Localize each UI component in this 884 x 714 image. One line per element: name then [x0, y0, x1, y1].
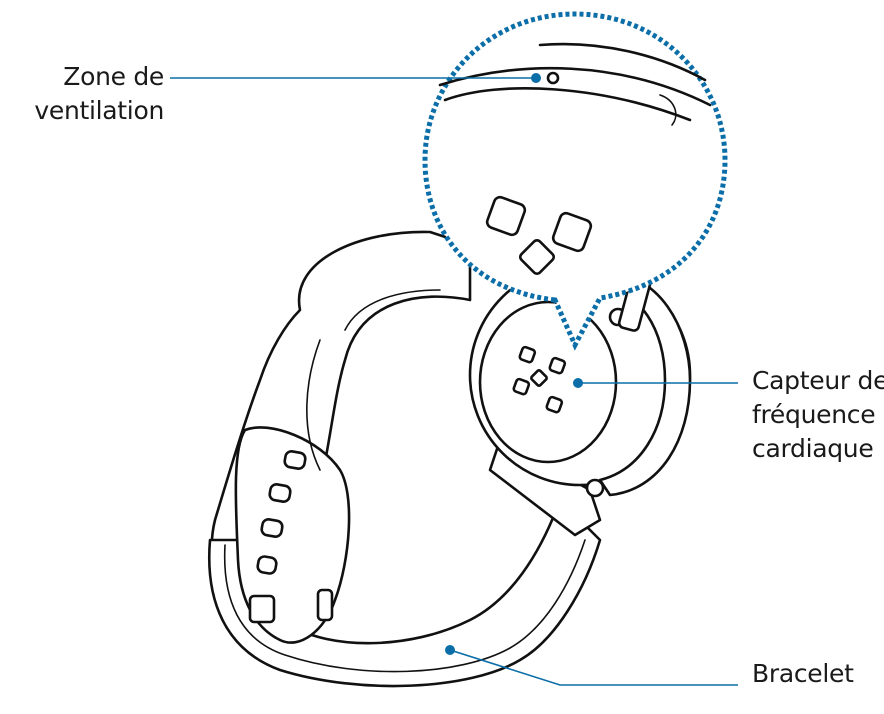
- label-hr-line1: Capteur de: [752, 366, 884, 395]
- callouts: [170, 73, 738, 686]
- label-ventilation-line1: Zone de: [63, 62, 164, 91]
- label-hr-line3: cardiaque: [752, 434, 874, 463]
- label-hr-line2: fréquence: [752, 400, 876, 429]
- label-heart-rate-sensor: Capteur de fréquence cardiaque: [752, 364, 884, 466]
- label-band-line1: Bracelet: [752, 659, 854, 688]
- label-band: Bracelet: [752, 657, 854, 691]
- sensor-windows: [512, 345, 567, 414]
- label-ventilation-line2: ventilation: [34, 96, 164, 125]
- magnified-view: [422, 11, 728, 351]
- label-ventilation-zone: Zone de ventilation: [2, 60, 164, 128]
- watch-strap: [208, 230, 602, 688]
